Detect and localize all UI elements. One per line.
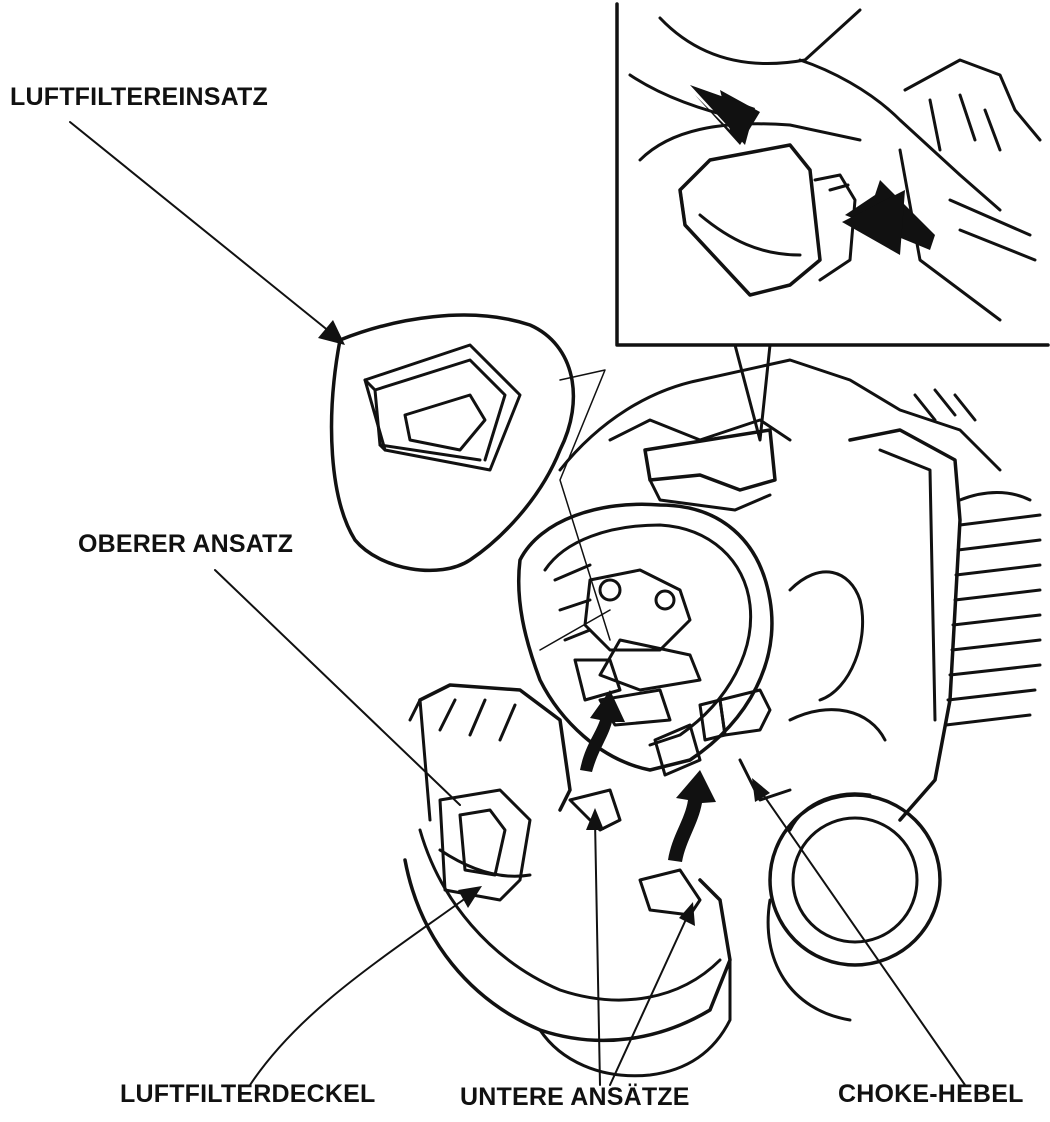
label-lower-tabs: UNTERE ANSÄTZE xyxy=(460,1083,690,1111)
label-air-filter-cover: LUFTFILTERDECKEL xyxy=(120,1080,376,1108)
leader-air-filter-element xyxy=(69,121,331,333)
label-air-filter-element: LUFTFILTEREINSATZ xyxy=(10,83,268,111)
arrowhead-air-filter-element xyxy=(318,320,345,345)
leader-lower-tab-left xyxy=(594,819,601,1086)
label-upper-tab: OBERER ANSATZ xyxy=(78,530,294,558)
label-choke-lever: CHOKE-HEBEL xyxy=(838,1080,1024,1108)
engine-housing xyxy=(516,358,1042,1022)
air-filter-element xyxy=(329,313,576,573)
arrowhead-lower-tab-right xyxy=(679,902,695,926)
detail-inset xyxy=(615,2,1050,442)
arrowhead-air-filter-cover xyxy=(458,886,482,908)
air-filter-cover xyxy=(403,683,732,1078)
leader-air-filter-cover xyxy=(249,894,471,1086)
leader-choke-lever xyxy=(759,789,966,1086)
arrowhead-lower-tab-left xyxy=(586,808,604,830)
arrowhead-choke-lever xyxy=(752,778,770,802)
leader-upper-tab xyxy=(214,569,461,806)
leader-lower-tab-right xyxy=(609,914,689,1086)
insert-arrows xyxy=(580,690,716,862)
leader-lines xyxy=(69,121,966,1086)
